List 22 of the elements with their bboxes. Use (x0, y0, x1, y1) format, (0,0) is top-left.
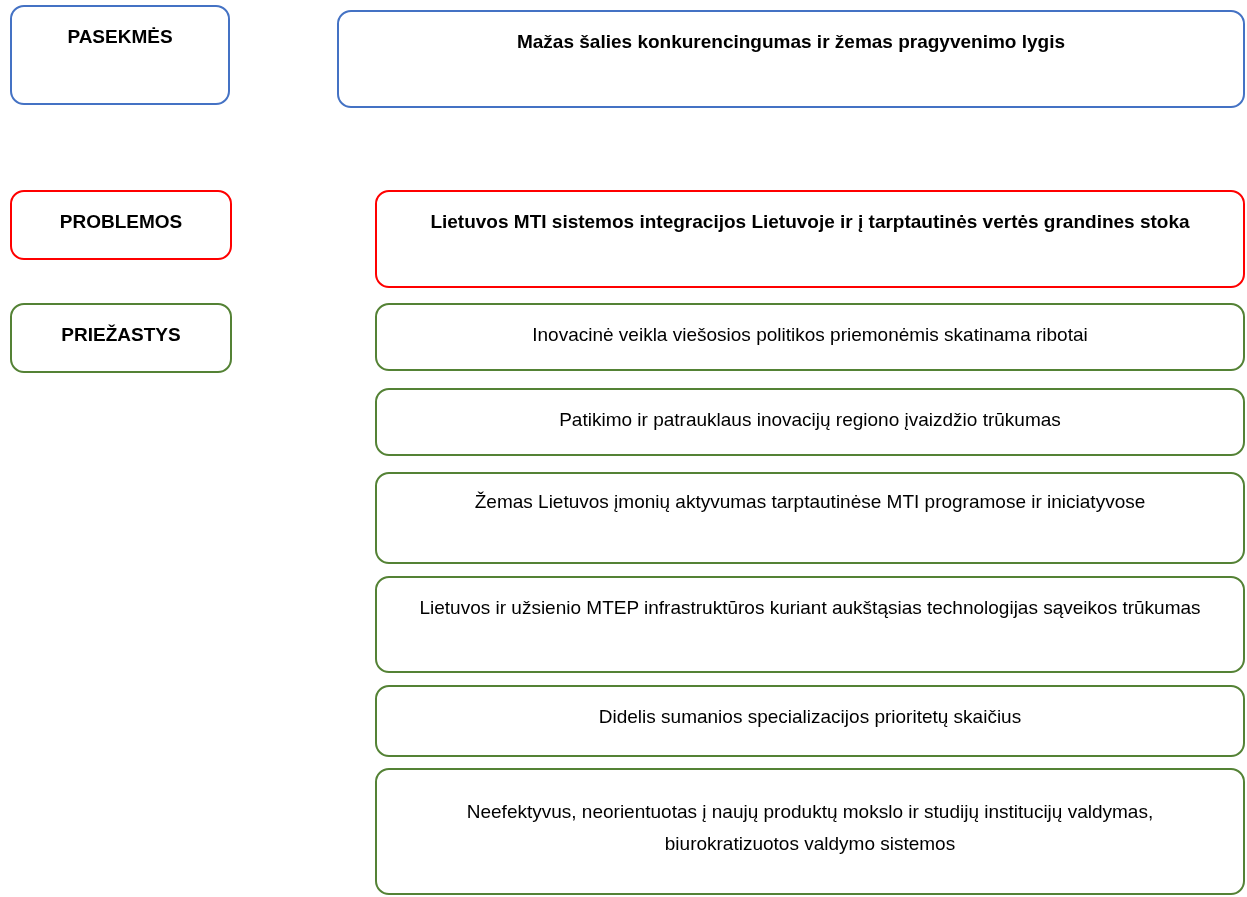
category-box (10, 303, 232, 373)
category-box (10, 190, 232, 260)
text-box (375, 768, 1245, 895)
box-text: Patikimo ir patrauklaus inovacijų regiono įvaizdžio trūkumas (558, 408, 1062, 432)
text-box (337, 10, 1245, 108)
category-label: PASEKMĖS (66, 25, 174, 49)
box-text: Žemas Lietuvos įmonių aktyvumas tarptautinėse MTI programose ir iniciatyvose (473, 490, 1147, 514)
text-box (375, 576, 1245, 673)
box-text: Lietuvos MTI sistemos integracijos Lietuvoje ir į tarptautinės vertės grandines stoka (429, 210, 1191, 234)
box-text: Neefektyvus, neorientuotas į naujų produktų mokslo ir studijų institucijų valdymas, biurokratizuotos valdymo sistemos (465, 800, 1155, 856)
text-box (375, 472, 1245, 564)
box-text: Lietuvos ir užsienio MTEP infrastruktūros kuriant aukštąsias technologijas sąveikos trūkumas (418, 596, 1202, 620)
text-box (375, 190, 1245, 288)
category-label: PROBLEMOS (58, 210, 184, 234)
text-box (375, 685, 1245, 757)
box-text: Mažas šalies konkurencingumas ir žemas pragyvenimo lygis (515, 30, 1067, 54)
text-box (375, 303, 1245, 371)
text-box (375, 388, 1245, 456)
box-text: Inovacinė veikla viešosios politikos priemonėmis skatinama ribotai (531, 323, 1089, 347)
category-box (10, 5, 230, 105)
box-text: Didelis sumanios specializacijos prioritetų skaičius (597, 705, 1023, 729)
category-label: PRIEŽASTYS (60, 323, 182, 347)
